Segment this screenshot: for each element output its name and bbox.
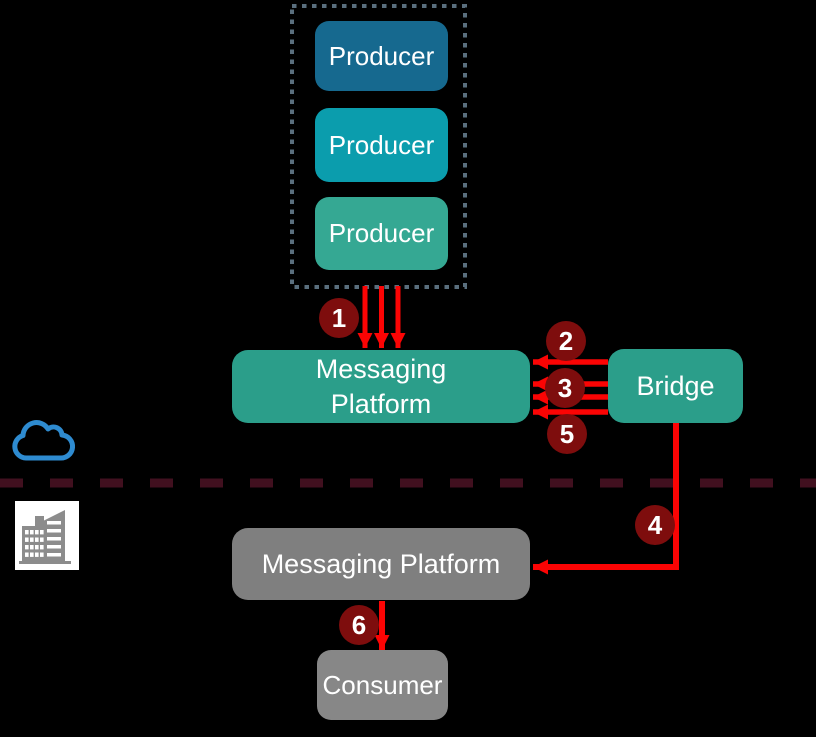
- step-badge-1: 1: [319, 298, 359, 338]
- step-number: 1: [331, 302, 347, 333]
- cloud-icon: [12, 420, 76, 461]
- step-badge-2: 2: [546, 321, 586, 361]
- producer-label: Producer: [328, 129, 435, 160]
- producer-label: Producer: [328, 40, 435, 71]
- bridge-label: Bridge: [636, 370, 715, 401]
- consumer-box: Consumer: [317, 650, 448, 720]
- step-number: 3: [557, 372, 573, 403]
- consumer-label: Consumer: [322, 669, 443, 700]
- messaging-platform-cloud-label: Messaging Platform: [315, 353, 447, 419]
- step-number: 2: [558, 325, 574, 356]
- producer-box-1: Producer: [315, 21, 448, 91]
- step-number: 5: [559, 418, 575, 449]
- producer-label: Producer: [328, 218, 435, 248]
- step-number: 6: [351, 609, 367, 640]
- arrows-producers-to-platform: [357, 286, 406, 348]
- step-badge-6: 6: [339, 605, 379, 645]
- step-badge-5: 5: [547, 414, 587, 454]
- messaging-platform-onprem-label: Messaging Platform: [261, 548, 501, 579]
- bridge-box: Bridge: [608, 349, 743, 423]
- messaging-platform-cloud-box: Messaging Platform: [232, 350, 530, 423]
- step-badge-3: 3: [545, 368, 585, 408]
- producer-box-3: Producer: [315, 197, 448, 270]
- messaging-platform-onprem-box: Messaging Platform: [232, 528, 530, 600]
- step-number: 4: [647, 509, 663, 540]
- building-icon: [15, 501, 79, 570]
- producer-box-2: Producer: [315, 108, 448, 182]
- step-badge-4: 4: [635, 505, 675, 545]
